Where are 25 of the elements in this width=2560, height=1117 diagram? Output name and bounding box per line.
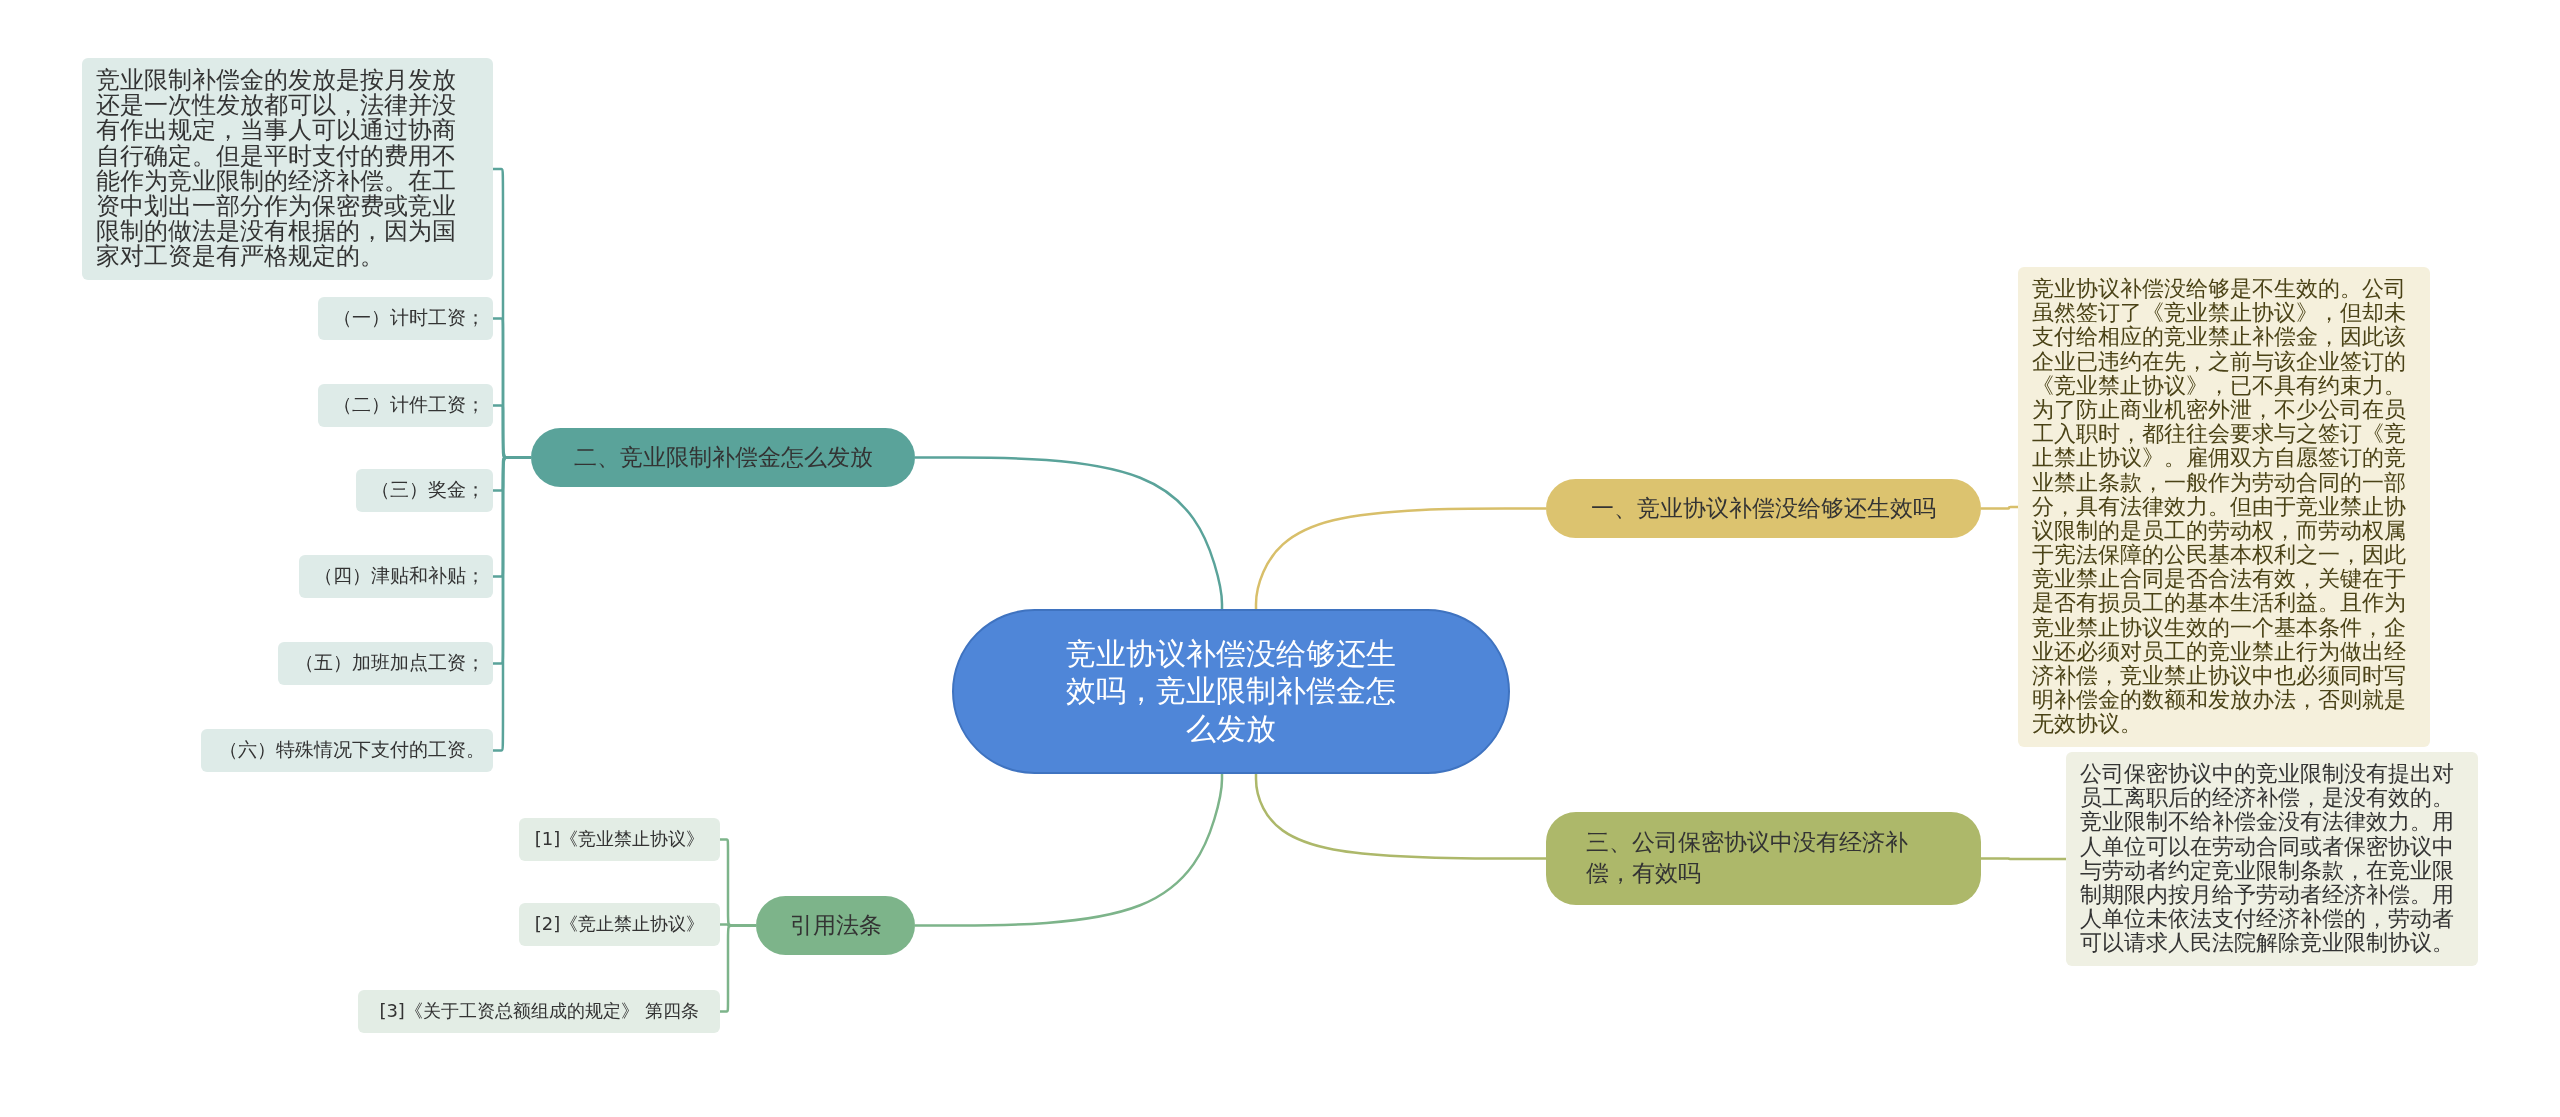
subtopic-box: （五）加班加点工资； [278, 641, 493, 685]
note-box: 竞业协议补偿没给够是不生效的。公司虽然签订了《竞业禁止协议》，但却未支付给相应的竞业禁止补偿金，因此该企业已违约在先，之前与该企业签订的《竞业禁止协议》，已不具有约束力。为了防止商业机密外泄，不少公司在员工入职时，都往往会要求与之签订《竞止禁止协议》。雇佣双方自愿签订的竞业禁止条款，一般作为劳动合同的一部分，具有法律效力。但由于竞业禁止协议限制的是员工的劳动权，而劳动权属于宪法保障的公民基本权利之一，因此竞业禁止合同是否合法有效，关键在于是否有损员工的基本生活利益。且作为竞业禁止协议生效的一个基本条件，企业还必须对员工的竞业禁止行为做出经济补偿，竞业禁止协议中也必须同时写明补偿金的数额和发放办法，否则就是无效协议。 [2018, 267, 2430, 747]
branch-topic: 引用法条 [756, 895, 915, 955]
branch-topic: 三、公司保密协议中没有经济补偿，有效吗 [1546, 811, 1981, 905]
connector-line [1981, 857, 2066, 861]
note-box: 竞业限制补偿金的发放是按月发放还是一次性发放都可以，法律并没有作出规定，当事人可以通过协商自行确定。但是平时支付的费用不能作为竞业限制的经济补偿。在工资中划出一部分作为保密费或竞业限制的做法是没有根据的，因为国家对工资是有严格规定的。 [82, 58, 493, 280]
connector-line [1254, 507, 1546, 609]
central-topic: 竞业协议补偿没给够还生效吗，竞业限制补偿金怎么发放 [952, 608, 1510, 774]
connector-line [720, 924, 756, 1013]
connector-line [1981, 505, 2018, 510]
branch-topic: 二、竞业限制补偿金怎么发放 [531, 427, 915, 487]
subtopic-box: （二）计件工资； [318, 383, 493, 427]
subtopic-box: （四）津贴和补贴； [299, 554, 493, 598]
connector-line [915, 774, 1224, 927]
subtopic-box: （六）特殊情况下支付的工资。 [201, 728, 493, 772]
subtopic-box: [3]《关于工资总额组成的规定》 第四条 [358, 989, 720, 1033]
subtopic-box: [1]《竞业禁止协议》 [519, 817, 720, 861]
subtopic-box: （一）计时工资； [318, 296, 493, 340]
subtopic-box: （三）奖金； [356, 468, 493, 512]
connector-line [493, 456, 531, 752]
subtopic-box: [2]《竞止禁止协议》 [519, 902, 720, 946]
connector-line [1254, 774, 1546, 860]
note-box: 公司保密协议中的竞业限制没有提出对员工离职后的经济补偿，是没有效的。竞业限制不给补偿金没有法律效力。用人单位可以在劳动合同或者保密协议中与劳动者约定竞业限制条款，在竞业限制期限内按月给予劳动者经济补偿。用人单位未依法支付经济补偿的，劳动者可以请求人民法院解除竞业限制协议。 [2066, 752, 2478, 966]
branch-topic: 一、竞业协议补偿没给够还生效吗 [1546, 478, 1981, 538]
connector-line [915, 456, 1224, 609]
